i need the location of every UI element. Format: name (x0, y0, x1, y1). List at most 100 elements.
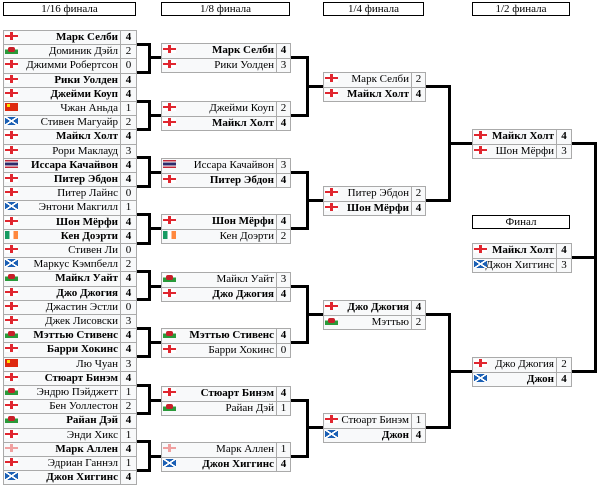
player-name-cell: Мэттью Стивенс (3, 328, 121, 344)
eng-flag-icon (5, 88, 18, 97)
eng-flag-icon (5, 301, 18, 310)
player-score: 4 (276, 172, 291, 188)
player-score: 3 (556, 257, 572, 273)
eng-flag-icon (5, 60, 18, 69)
player-name-cell: Джейми Коуп (3, 86, 121, 102)
player-name-cell: Энди Хикс (3, 427, 121, 443)
player-name-cell: Рики Уолден (3, 72, 121, 88)
wal-flag-icon (5, 415, 18, 424)
player-name-cell: Джон Хиггинс (161, 456, 277, 472)
player-score: 4 (120, 157, 137, 173)
header-quarterfinals: 1/4 финала (323, 2, 424, 16)
player-score: 4 (120, 370, 137, 386)
player-score: 0 (120, 58, 137, 74)
player-score: 4 (120, 470, 137, 486)
wal-flag-icon (5, 273, 18, 282)
bracket-line (149, 227, 161, 230)
player-name-cell: Стивен Ли (3, 243, 121, 259)
player-name: Рики Уолден (54, 73, 118, 86)
player-name: Майкл Холт (491, 130, 554, 142)
bracket-line (572, 142, 597, 145)
bracket-line (137, 213, 151, 217)
player-name: Маркус Кэмпбелл (33, 258, 118, 271)
player-name: Марк Селби (351, 73, 409, 85)
player-name: Мэттью (371, 315, 409, 328)
player-name: Чжан Аньда (60, 102, 118, 114)
player-score: 3 (120, 356, 137, 372)
bracket-line (137, 411, 151, 415)
player-name-cell: Джон (472, 371, 557, 387)
player-score: 4 (120, 285, 137, 301)
eng-flag-icon (163, 388, 176, 396)
player-score: 4 (120, 271, 137, 287)
player-name-cell: Майкл Холт (472, 129, 557, 145)
player-name: Джо Джогия (347, 301, 409, 313)
player-name: Джон Хиггинс (46, 471, 118, 484)
player-score: 1 (120, 200, 137, 216)
tha-flag-icon (5, 159, 18, 168)
bracket-line (137, 127, 151, 131)
player-score: 4 (411, 200, 426, 216)
player-name-cell: Рори Маклауд (3, 143, 121, 159)
player-score: 4 (120, 228, 137, 244)
player-name: Энтони Макгилл (38, 201, 118, 214)
sco-flag-icon (474, 373, 487, 382)
sco-flag-icon (474, 259, 487, 268)
eng-flag-icon (5, 316, 18, 324)
player-name-cell: Стюарт Бинэм (3, 370, 121, 386)
bracket-line (307, 199, 323, 202)
player-score: 4 (556, 129, 572, 145)
player-name: Джон (381, 428, 409, 441)
player-name: Эдриан Ганнэл (47, 457, 118, 469)
eng-flag-icon (5, 32, 18, 40)
player-name: Джон (526, 372, 554, 385)
bracket-line (149, 399, 161, 402)
eng-flag-icon (5, 344, 18, 353)
bracket-line (307, 426, 323, 429)
player-score: 1 (411, 413, 426, 429)
bracket-line (137, 99, 151, 103)
eng-flag-icon (5, 145, 18, 154)
bracket-line (137, 156, 151, 160)
player-name: Джейми Коуп (209, 102, 274, 114)
eng-flag-icon (325, 188, 338, 196)
player-name: Иссара Качайвон (31, 158, 118, 171)
player-score: 4 (411, 86, 426, 102)
player-score: 4 (120, 30, 137, 46)
nir-flag-icon (163, 444, 176, 452)
player-score: 0 (120, 243, 137, 259)
eng-flag-icon (163, 216, 176, 224)
player-name-cell: Марк Селби (161, 43, 277, 59)
player-score: 2 (120, 44, 137, 60)
bracket-line (149, 171, 161, 174)
sco-flag-icon (5, 472, 18, 481)
wal-flag-icon (163, 402, 176, 411)
bracket-line (291, 114, 309, 117)
player-name: Иссара Качайвон (193, 159, 274, 171)
player-score: 1 (120, 456, 137, 472)
player-name: Райан Дэй (225, 401, 274, 414)
player-name: Стюарт Бинэм (341, 414, 409, 426)
eng-flag-icon (163, 117, 176, 126)
player-score: 4 (411, 300, 426, 316)
player-name-cell: Энтони Макгилл (3, 200, 121, 216)
player-score: 2 (411, 186, 426, 202)
wal-flag-icon (163, 274, 176, 282)
